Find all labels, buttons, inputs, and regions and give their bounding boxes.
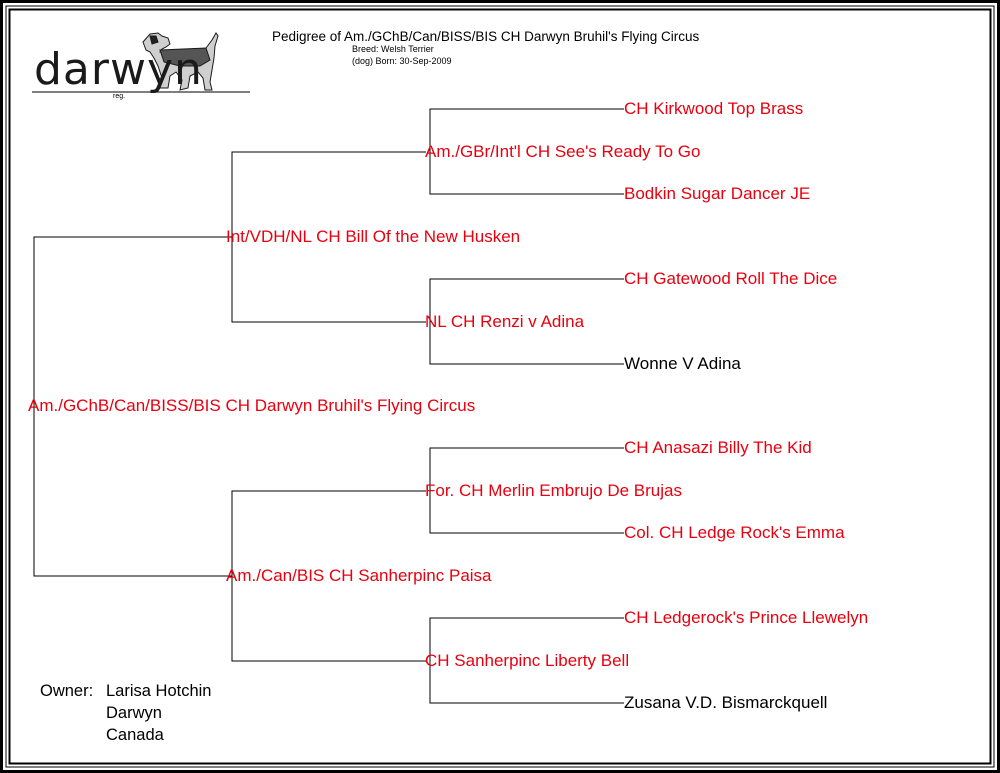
pedigree-sire-sire: Am./GBr/Int'l CH See's Ready To Go [425, 142, 701, 161]
pedigree-ggen-2: Bodkin Sugar Dancer JE [624, 184, 811, 203]
breed-text: Breed: Welsh Terrier [352, 44, 434, 54]
pedigree-ggen-3: CH Gatewood Roll The Dice [624, 269, 838, 288]
pedigree-ggen-1: CH Kirkwood Top Brass [624, 99, 804, 118]
pedigree-ggen-7: CH Ledgerock's Prince Llewelyn [624, 608, 869, 627]
pedigree-connectors [33, 108, 624, 704]
owner-country: Canada [106, 726, 164, 744]
pedigree-ggen-4: Wonne V Adina [624, 354, 741, 373]
pedigree-ggen-8: Zusana V.D. Bismarckquell [624, 693, 828, 712]
pedigree-sire-dam: NL CH Renzi v Adina [425, 312, 585, 331]
birth-text: (dog) Born: 30-Sep-2009 [352, 56, 452, 66]
pedigree-dam-dam: CH Sanherpinc Liberty Bell [425, 651, 630, 670]
logo-wordmark: darwyn [34, 44, 203, 95]
pedigree-ggen-6: Col. CH Ledge Rock's Emma [624, 523, 845, 542]
owner-name: Larisa Hotchin [106, 682, 212, 700]
pedigree-subject: Am./GChB/Can/BISS/BIS CH Darwyn Bruhil's… [28, 396, 476, 415]
page-title: Pedigree of Am./GChB/Can/BISS/BIS CH Dar… [272, 29, 700, 44]
owner-label: Owner: [40, 682, 94, 700]
pedigree-ggen-5: CH Anasazi Billy The Kid [624, 438, 812, 457]
pedigree-dam: Am./Can/BIS CH Sanherpinc Paisa [226, 566, 492, 585]
owner-kennel: Darwyn [106, 704, 162, 722]
pedigree-dam-sire: For. CH Merlin Embrujo De Brujas [425, 481, 682, 500]
pedigree-sire: Int/VDH/NL CH Bill Of the New Husken [226, 227, 521, 246]
terrier-icon [142, 32, 219, 91]
logo-reg-mark: reg. [113, 93, 126, 100]
